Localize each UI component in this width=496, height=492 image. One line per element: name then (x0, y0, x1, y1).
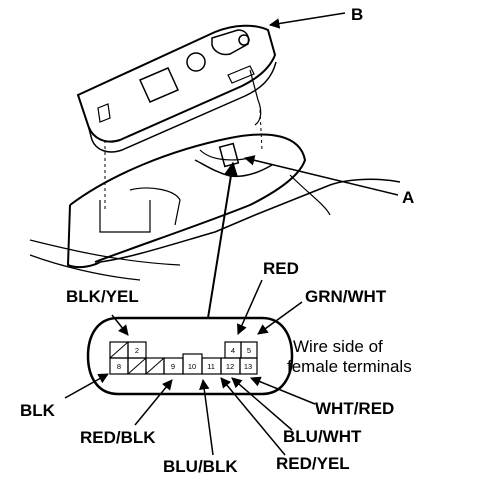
connector-to-a-arrow (207, 161, 238, 319)
pin-11: 11 (207, 362, 215, 371)
wire-label-blk-yel: BLK/YEL (66, 287, 139, 306)
pin-10: 10 (188, 362, 196, 371)
wire-side-note-line2: female terminals (287, 357, 412, 376)
pin-9: 9 (171, 362, 175, 371)
callout-a-label: A (402, 188, 414, 207)
callout-a-arrow (243, 155, 399, 196)
wire-label-red: RED (263, 259, 299, 278)
wire-label-grn-wht: GRN/WHT (305, 287, 387, 306)
wire-side-note-line1: Wire side of (293, 337, 383, 356)
pin-5: 5 (247, 346, 251, 355)
wire-label-blk: BLK (20, 401, 56, 420)
wire-label-blu-wht: BLU/WHT (283, 427, 362, 446)
wire-label-blu-blk: BLU/BLK (163, 457, 238, 476)
pin-8: 8 (117, 362, 121, 371)
alignment-lines (104, 109, 263, 210)
pin-4: 4 (231, 346, 235, 355)
wire-label-red-blk: RED/BLK (80, 428, 156, 447)
callout-b-arrow (268, 12, 346, 29)
door-armrest-illustration (29, 133, 401, 281)
callout-b-label: B (351, 5, 363, 24)
pin-12: 12 (226, 362, 234, 371)
wire-label-wht-red: WHT/RED (315, 399, 394, 418)
wire-leaders (64, 279, 316, 456)
power-window-switch-panel (76, 24, 277, 153)
pin-13: 13 (244, 362, 252, 371)
pin-2: 2 (135, 346, 139, 355)
connector-face: 2 4 5 8 9 10 11 12 13 (86, 316, 294, 396)
wire-label-red-yel: RED/YEL (276, 454, 350, 473)
